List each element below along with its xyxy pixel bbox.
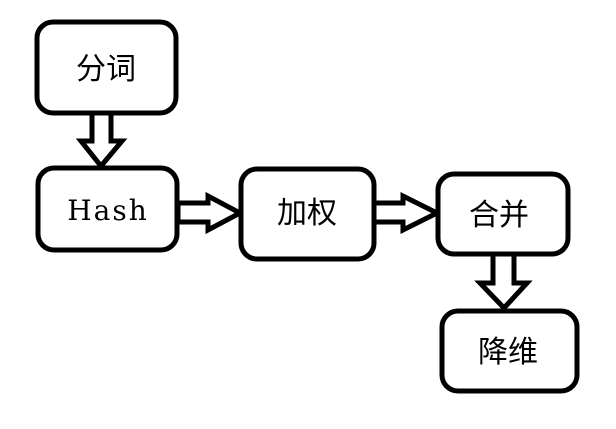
arrow-weight-to-merge xyxy=(371,191,443,235)
node-label: 合并 xyxy=(469,198,529,233)
node-weight: 加权 xyxy=(238,166,377,262)
node-label: Hash xyxy=(67,194,149,227)
node-reduce: 降维 xyxy=(439,308,580,394)
arrow-tokenize-to-hash xyxy=(75,110,128,170)
node-label: 加权 xyxy=(277,196,337,231)
node-label: 降维 xyxy=(478,335,538,370)
node-tokenize: 分词 xyxy=(34,19,179,116)
arrow-merge-to-reduce xyxy=(474,251,533,312)
node-label: 分词 xyxy=(76,52,136,87)
node-merge: 合并 xyxy=(435,171,571,257)
arrow-hash-to-weight xyxy=(175,191,246,235)
node-hash: Hash xyxy=(35,165,180,253)
